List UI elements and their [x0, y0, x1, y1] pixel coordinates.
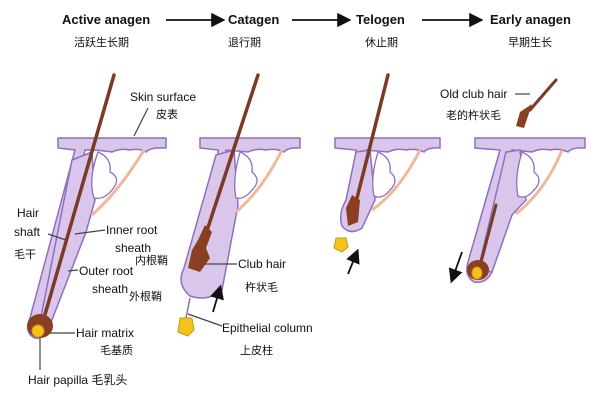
- follicle-anagen: [27, 73, 167, 339]
- stage-header: Active anagen 活跃生长期 Catagen 退行期 Telogen …: [62, 12, 571, 49]
- label-hair-shaft: shaft: [14, 225, 41, 239]
- label-old-club-hair: Old club hair: [440, 87, 507, 101]
- stage-title-active-anagen: Active anagen: [62, 12, 150, 27]
- follicle-early-anagen: [448, 78, 586, 284]
- label-outer-root-sheath: sheath: [92, 282, 128, 296]
- arrow-up-icon: [210, 284, 224, 313]
- label-hair-matrix-cn: 毛基质: [100, 344, 133, 357]
- stage-title-cn: 休止期: [365, 36, 398, 49]
- label-old-club-hair-cn: 老的杵状毛: [446, 108, 501, 122]
- arrow-down-icon: [448, 251, 463, 284]
- label-hair-papilla: Hair papilla 毛乳头: [28, 373, 127, 387]
- stage-title-cn: 活跃生长期: [74, 35, 129, 49]
- label-club-hair: Club hair: [238, 257, 286, 271]
- label-outer-root-sheath-cn: 外根鞘: [129, 289, 162, 303]
- label-hair-shaft: Hair: [17, 206, 39, 220]
- label-inner-root-sheath-cn: 内根鞘: [135, 253, 168, 267]
- label-club-hair-cn: 杵状毛: [245, 280, 278, 294]
- leader-lines: [39, 93, 530, 370]
- label-skin-surface: Skin surface: [130, 90, 196, 104]
- follicle-telogen: [333, 73, 441, 275]
- label-skin-surface-cn: 皮表: [156, 107, 178, 121]
- stage-title-cn: 退行期: [228, 36, 261, 49]
- stage-title-cn: 早期生长: [508, 35, 552, 49]
- label-hair-matrix: Hair matrix: [76, 326, 134, 340]
- stage-title-early-anagen: Early anagen: [490, 12, 571, 27]
- arrow-up-icon: [346, 248, 360, 275]
- label-outer-root-sheath: Outer root: [79, 264, 134, 278]
- stage-title-telogen: Telogen: [356, 12, 405, 27]
- label-hair-shaft-cn: 毛干: [14, 248, 36, 261]
- label-inner-root-sheath: Inner root: [106, 223, 158, 237]
- label-epithelial-column-cn: 上皮柱: [240, 343, 273, 357]
- labels: Skin surface 皮表 Hair shaft 毛干 Inner root…: [14, 87, 507, 387]
- stage-title-catagen: Catagen: [228, 12, 279, 27]
- label-inner-root-sheath: sheath: [115, 241, 151, 255]
- follicle-catagen: [177, 73, 301, 337]
- label-epithelial-column: Epithelial column: [222, 321, 313, 335]
